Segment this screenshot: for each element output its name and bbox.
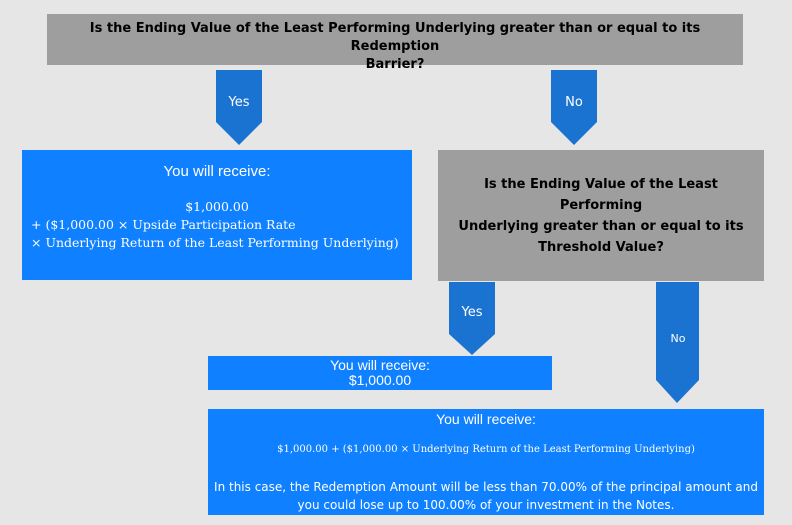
top-decision-box: Is the Ending Value of the Least Perform…	[47, 14, 743, 72]
mid-question-line1: Is the Ending Value of the Least Perform…	[484, 176, 718, 213]
loss-note: In this case, the Redemption Amount will…	[208, 478, 764, 514]
loss-formula: $1,000.00 + ($1,000.00 × Underlying Retu…	[277, 444, 695, 455]
mid-no-label: No	[670, 332, 686, 345]
upside-amount: $1,000.00	[185, 199, 249, 214]
top-no-arrow	[551, 70, 597, 145]
mid-question-line3: Threshold Value?	[538, 239, 664, 255]
par-outcome-box: You will receive: $1,000.00	[208, 356, 552, 390]
upside-formula-line3: × Underlying Return of the Least Perform…	[31, 235, 399, 250]
loss-heading: You will receive:	[436, 411, 536, 427]
upside-outcome-box: You will receive: $1,000.00 + ($1,000.00…	[22, 150, 412, 280]
par-amount: $1,000.00	[348, 372, 412, 388]
threshold-decision-box: Is the Ending Value of the Least Perform…	[438, 150, 764, 281]
loss-outcome-box: You will receive: $1,000.00 + ($1,000.00…	[208, 409, 764, 515]
top-question-line2: Barrier?	[365, 57, 425, 72]
top-yes-arrow	[216, 70, 262, 145]
mid-yes-arrow	[449, 282, 495, 355]
top-question-line1: Is the Ending Value of the Least Perform…	[89, 21, 701, 54]
mid-no-arrow	[656, 282, 699, 403]
par-heading: You will receive:	[330, 357, 430, 373]
top-no-label: No	[565, 95, 583, 110]
upside-formula: $1,000.00 + ($1,000.00 × Upside Particip…	[31, 198, 403, 252]
upside-heading: You will receive:	[163, 163, 271, 180]
mid-question-line2: Underlying greater than or equal to its	[458, 218, 744, 234]
loss-note-line1: In this case, the Redemption Amount will…	[214, 480, 758, 494]
top-yes-label: Yes	[228, 95, 250, 110]
upside-formula-line2: + ($1,000.00 × Upside Participation Rate	[31, 217, 296, 232]
mid-yes-label: Yes	[461, 305, 483, 320]
loss-note-line2: you could lose up to 100.00% of your inv…	[297, 498, 675, 512]
